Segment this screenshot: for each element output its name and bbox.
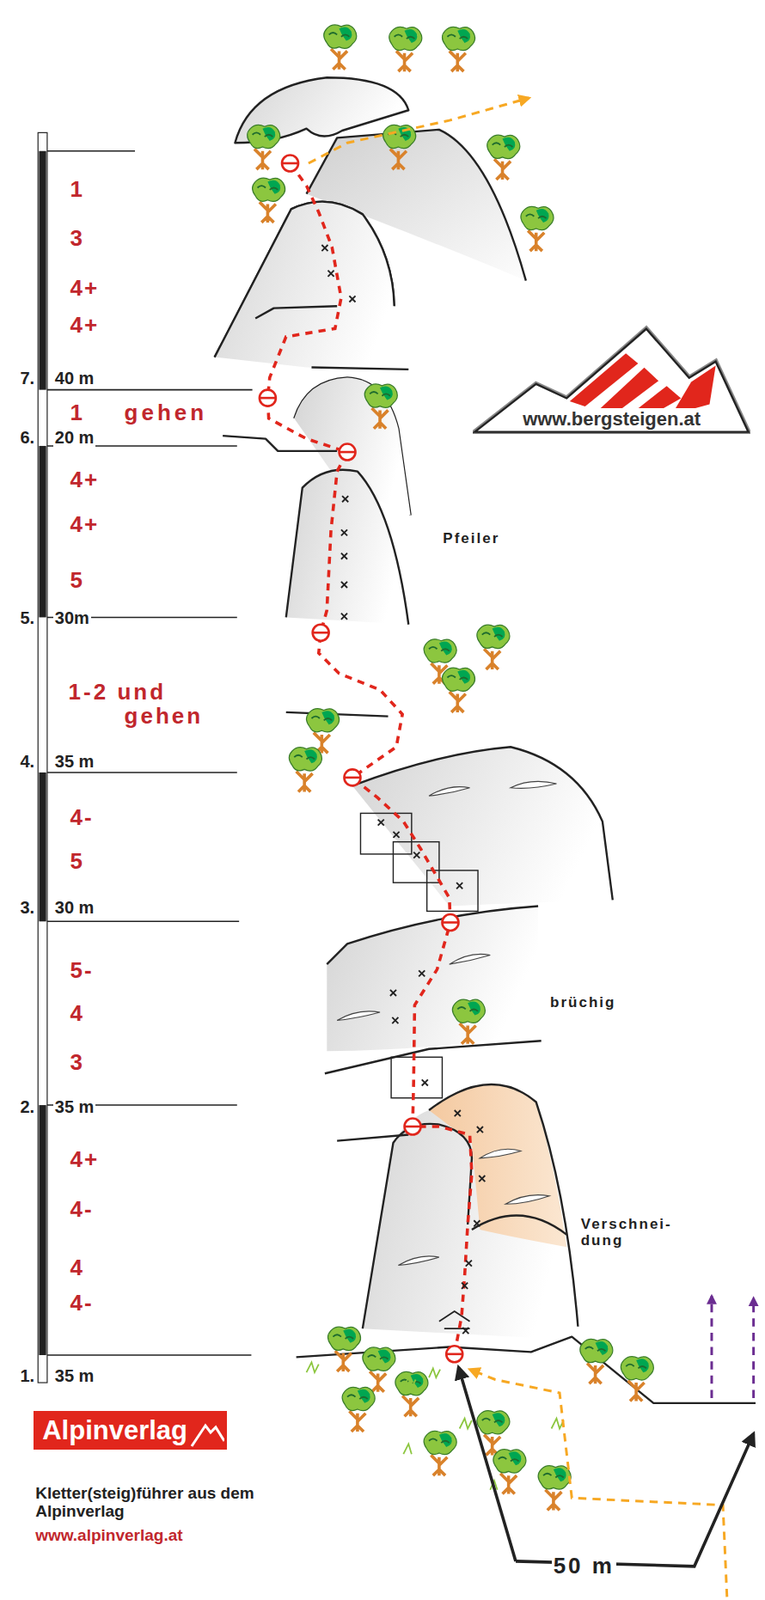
pitch-length: 3. — [18, 898, 37, 918]
grade-label: 1 — [68, 400, 86, 426]
walk-note: gehen — [122, 400, 210, 426]
url-text: www.alpinverlag.at — [33, 1527, 184, 1546]
grade-label: 4 — [68, 1000, 86, 1026]
grade-label: 4+ — [68, 467, 102, 493]
pitch-length: 35 m — [53, 1366, 97, 1386]
grade-label: 4- — [68, 1197, 96, 1223]
pitch-length: 7. — [18, 368, 37, 388]
grade-label: 4 — [68, 1254, 86, 1280]
logo-text: Alpinverlag — [42, 1414, 188, 1447]
logo-peak — [189, 1419, 225, 1449]
pitch-length: 30m — [53, 608, 92, 628]
grade-label: 4+ — [68, 312, 102, 338]
pitch-length: 20 m — [53, 428, 97, 447]
publisher-logo: Alpinverlag — [33, 1411, 227, 1451]
grade-label: 5 — [68, 568, 86, 594]
walk-note: 1-2 und gehen — [68, 679, 230, 729]
grade-label: 5- — [68, 958, 96, 984]
rock-feature: Pfeiler — [440, 531, 502, 548]
pitch-length: 6. — [18, 428, 37, 447]
grade-label: 4+ — [68, 275, 102, 301]
credit-text: Kletter(steig)führer aus dem Alpinverlag — [33, 1485, 282, 1522]
website-logo: www.bergsteigen.at — [472, 324, 751, 435]
pitch-length: 40 m — [53, 368, 97, 388]
grade-label: 4- — [68, 1291, 96, 1316]
rock-feature: brüchig — [548, 995, 618, 1012]
pitch-length: 35 m — [53, 1097, 97, 1117]
grade-label: 1 — [68, 177, 86, 202]
pitch-length: 30 m — [53, 898, 97, 918]
logo-url: www.bergsteigen.at — [519, 408, 704, 430]
grade-label: 3 — [68, 1049, 86, 1075]
distance-label: 50 m — [551, 1553, 617, 1579]
grade-label: 3 — [68, 226, 86, 251]
grade-label: 4- — [68, 804, 96, 830]
rock-feature: Verschnei- dung — [579, 1217, 674, 1250]
grade-label: 4+ — [68, 1146, 102, 1172]
grade-label: 4+ — [68, 511, 102, 537]
pitch-length: 1. — [18, 1366, 37, 1386]
grade-label: 5 — [68, 848, 86, 874]
pitch-length: 2. — [18, 1097, 37, 1117]
pitch-length: 35 m — [53, 752, 97, 772]
pitch-length: 5. — [18, 608, 37, 628]
pitch-length: 4. — [18, 752, 37, 772]
